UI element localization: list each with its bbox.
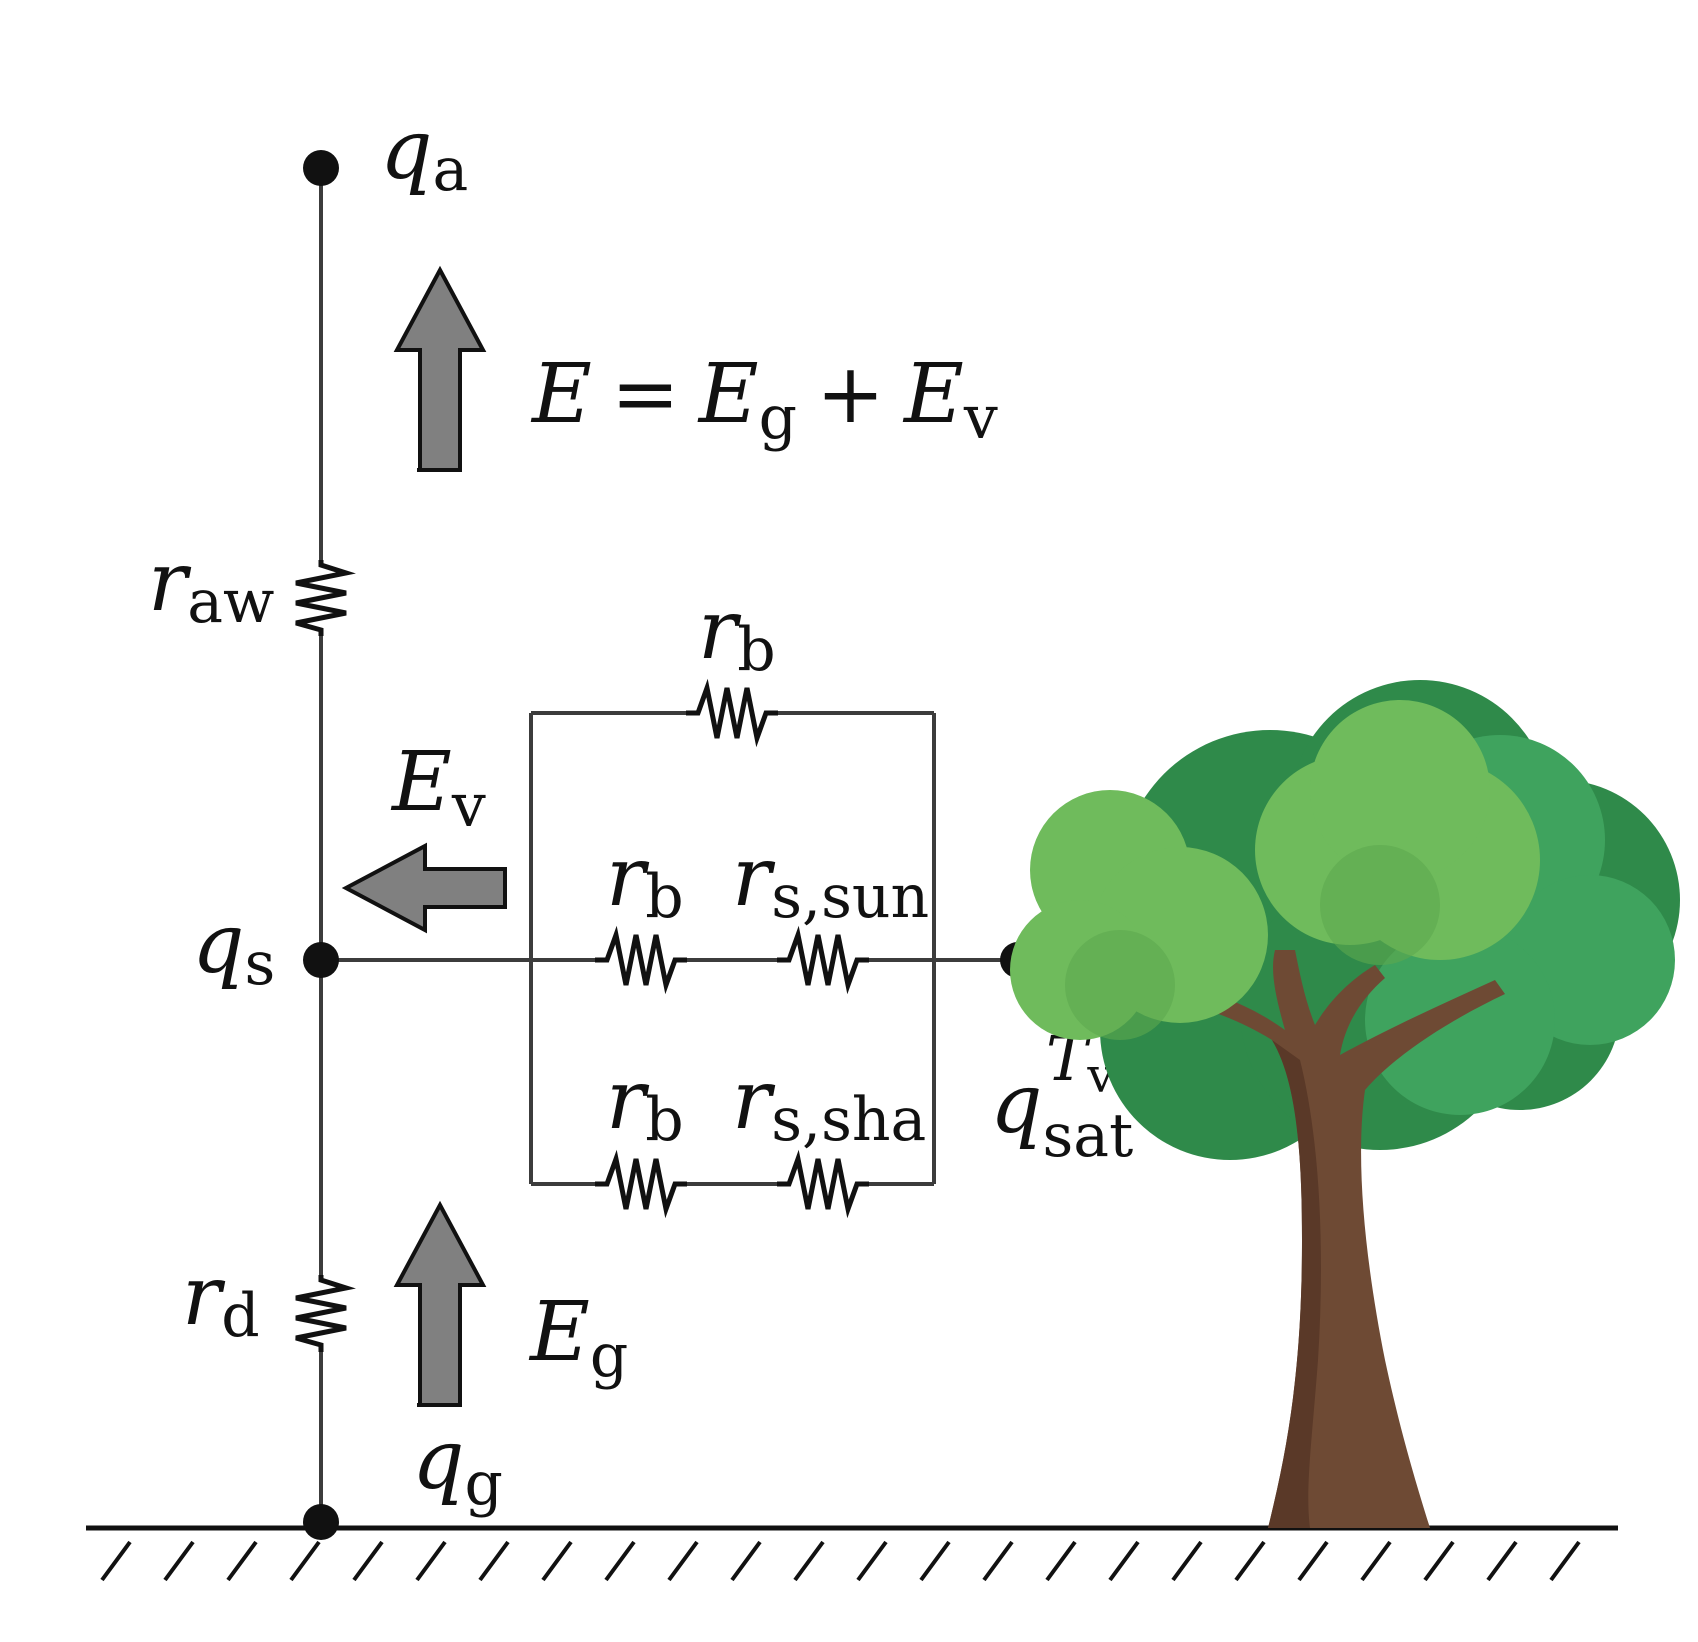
hatch-mark (730, 1540, 762, 1582)
label-qsat: qsat (990, 1057, 1133, 1171)
tree-illustration (1010, 680, 1680, 1528)
hatch-mark (982, 1540, 1014, 1582)
label-rd: rd (182, 1249, 260, 1351)
hatch-mark (289, 1540, 321, 1582)
canopy-network (321, 678, 1018, 1219)
tree-foliage-highlight (1065, 845, 1440, 1040)
tree-trunk-shadow (1268, 1040, 1321, 1528)
hatch-mark (919, 1540, 951, 1582)
resistor-rd (295, 1275, 356, 1352)
ground-hatching (100, 1540, 1581, 1582)
hatch-mark (1234, 1540, 1266, 1582)
hatch-mark (415, 1540, 447, 1582)
hatch-mark (1360, 1540, 1392, 1582)
label-total-flux: E = Eg + Ev (530, 347, 998, 453)
hatch-mark (1486, 1540, 1518, 1582)
hatch-mark (1045, 1540, 1077, 1582)
hatch-mark (1108, 1540, 1140, 1582)
label-rs-sha: rs,sha (732, 1053, 926, 1155)
node-qa (303, 150, 339, 186)
resistor-rs-sun (777, 925, 869, 995)
hatch-mark (352, 1540, 384, 1582)
hatch-mark (226, 1540, 258, 1582)
label-ev: Ev (390, 735, 486, 841)
hatch-mark (1171, 1540, 1203, 1582)
resistor-rb-top (686, 678, 778, 748)
label-qg: qg (412, 1413, 503, 1519)
resistor-rb-sun (595, 925, 687, 995)
flux-arrow-eg (393, 1200, 487, 1407)
resistor-rb-sha (595, 1149, 687, 1219)
hatch-mark (793, 1540, 825, 1582)
hatch-mark (604, 1540, 636, 1582)
hatch-mark (163, 1540, 195, 1582)
hatch-mark (1549, 1540, 1581, 1582)
hatch-mark (541, 1540, 573, 1582)
label-eg: Eg (528, 1285, 628, 1391)
node-qs (303, 942, 339, 978)
label-qs: qs (192, 897, 275, 999)
label-rb-top: rb (698, 583, 776, 685)
resistor-raw (295, 560, 356, 636)
label-raw: raw (148, 535, 274, 637)
hatch-mark (1423, 1540, 1455, 1582)
label-rb-sha: rb (606, 1053, 684, 1155)
hatch-mark (100, 1540, 132, 1582)
hatch-mark (478, 1540, 510, 1582)
node-qg (303, 1504, 339, 1540)
main-wire (295, 168, 356, 1522)
label-qa: qa (380, 103, 468, 205)
tree-trunk (1165, 950, 1505, 1528)
label-rs-sun: rs,sun (732, 830, 929, 932)
hatch-mark (667, 1540, 699, 1582)
hatch-mark (856, 1540, 888, 1582)
label-rb-sun: rb (606, 830, 684, 932)
flux-arrow-ev (341, 842, 507, 934)
flux-arrow-total (393, 265, 487, 472)
resistor-rs-sha (777, 1149, 869, 1219)
hatch-mark (1297, 1540, 1329, 1582)
